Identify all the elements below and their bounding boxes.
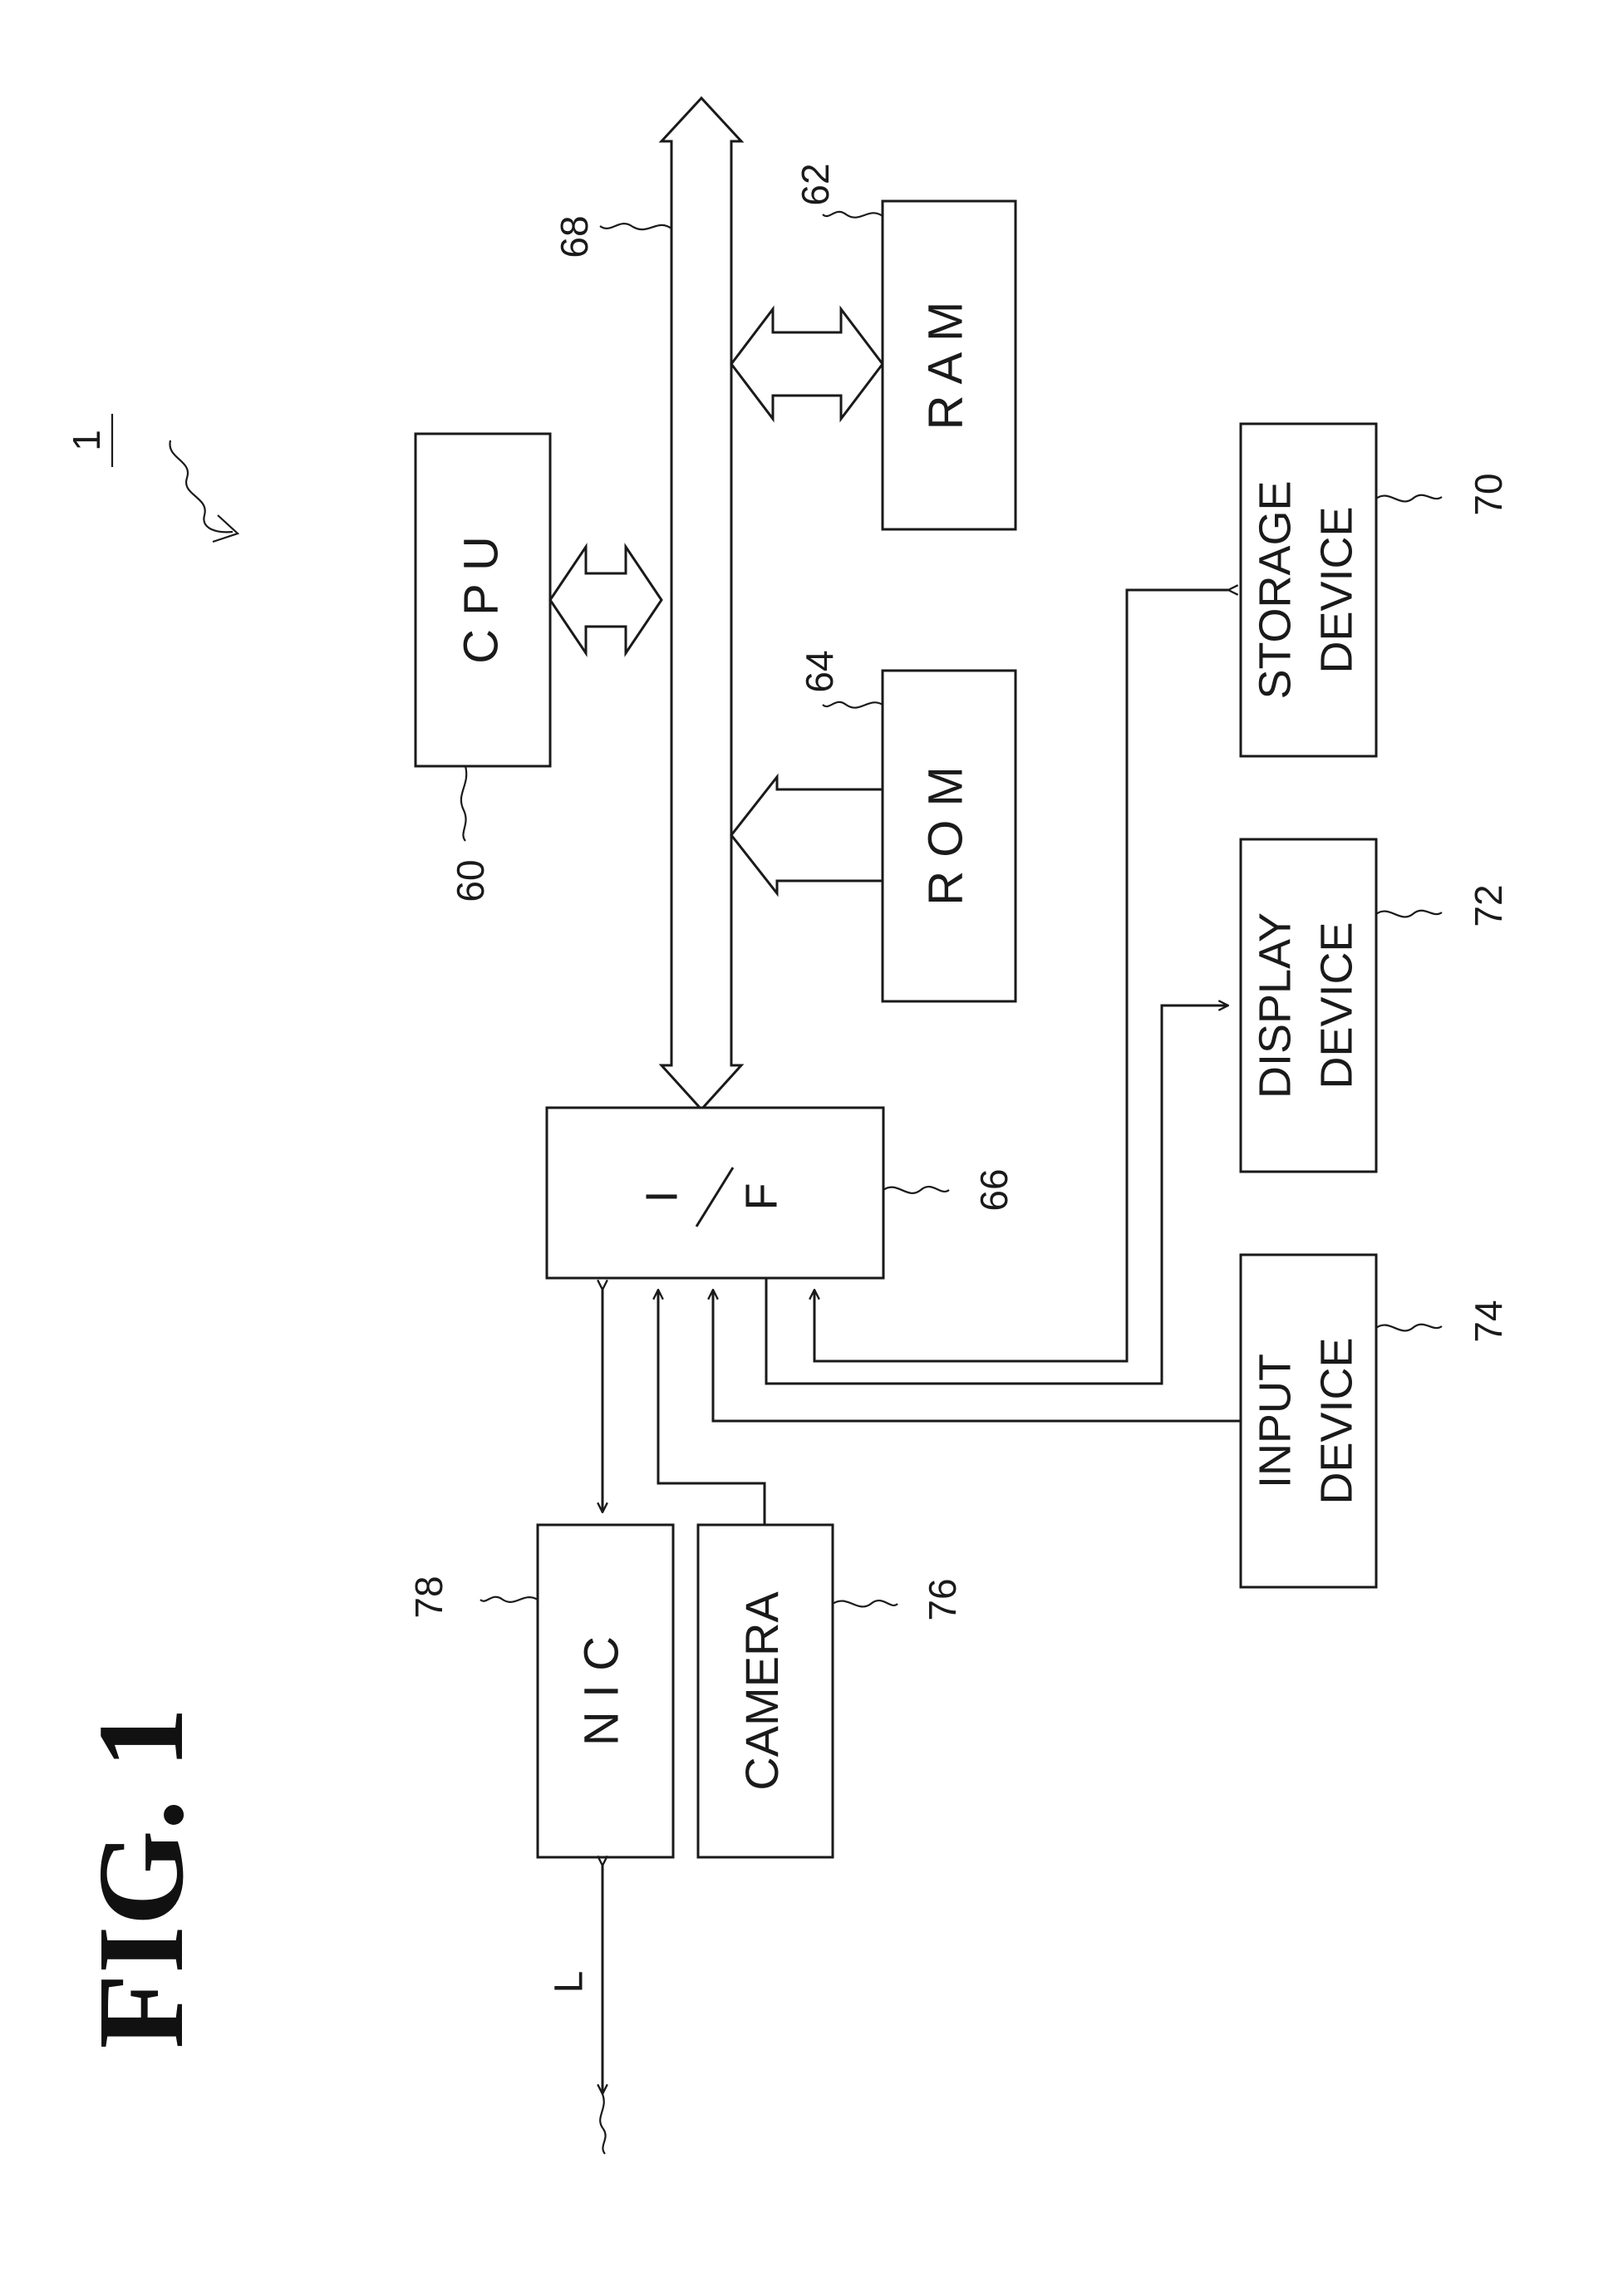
rom-block: R O M: [883, 671, 1016, 1001]
camera-if-link: [658, 1290, 765, 1525]
cpu-bus-connector: [550, 547, 661, 653]
display-label-1: DISPLAY: [1250, 912, 1300, 1099]
display-ref-number: 72: [1467, 884, 1510, 927]
system-bus: [661, 98, 741, 1109]
figure-title: FIG. 1: [73, 1707, 209, 2048]
storage-device-block: STORAGE DEVICE: [1241, 424, 1376, 756]
cpu-block: C P U: [416, 434, 550, 766]
nic-ref-number: 78: [407, 1576, 450, 1618]
cpu-label: C P U: [454, 536, 508, 664]
input-ref-number: 74: [1467, 1300, 1510, 1342]
storage-ref-number: 70: [1467, 473, 1510, 515]
if-ref: 66: [883, 1168, 1016, 1211]
ram-bus-connector: [731, 309, 883, 419]
ram-block: R A M: [883, 201, 1016, 529]
if-label-top: I: [637, 1190, 686, 1202]
nic-block: N I C: [538, 1525, 673, 1857]
nic-ref: 78: [407, 1576, 538, 1618]
bus-ref-number: 68: [553, 215, 596, 258]
if-ref-number: 66: [972, 1168, 1016, 1211]
input-ref: 74: [1376, 1300, 1510, 1342]
display-ref: 72: [1376, 884, 1510, 927]
input-label-2: DEVICE: [1311, 1337, 1361, 1504]
ram-label: R A M: [918, 302, 972, 430]
storage-label-2: DEVICE: [1311, 506, 1361, 673]
system-ref-number: 1: [65, 430, 108, 451]
input-label-1: INPUT: [1250, 1354, 1300, 1488]
network-line-label: L: [548, 1971, 592, 1994]
if-block: I F: [547, 1108, 883, 1278]
display-label-2: DEVICE: [1311, 922, 1361, 1089]
ram-ref: 62: [794, 163, 883, 217]
if-label-bottom: F: [736, 1183, 786, 1211]
storage-ref: 70: [1376, 473, 1510, 515]
ram-ref-number: 62: [794, 163, 837, 205]
storage-label-1: STORAGE: [1250, 480, 1300, 699]
cpu-ref: 60: [449, 766, 492, 902]
input-device-block: INPUT DEVICE: [1241, 1255, 1376, 1587]
rom-bus-connector: [731, 777, 883, 893]
bus-ref: 68: [553, 215, 671, 258]
system-ref-squiggle: [170, 440, 233, 532]
camera-ref: 76: [833, 1578, 964, 1620]
camera-block: CAMERA: [698, 1525, 833, 1857]
camera-label: CAMERA: [735, 1591, 788, 1791]
rom-ref: 64: [798, 650, 883, 707]
nic-label: N I C: [574, 1636, 628, 1746]
display-device-block: DISPLAY DEVICE: [1241, 839, 1376, 1172]
figure-title-text: FIG. 1: [73, 1707, 209, 2048]
camera-ref-number: 76: [921, 1578, 964, 1620]
cpu-ref-number: 60: [449, 859, 492, 902]
system-ref-arrowhead: [213, 515, 238, 542]
network-line-break: [600, 2094, 605, 2154]
system-ref: 1: [65, 414, 238, 542]
rom-ref-number: 64: [798, 650, 841, 692]
rom-label: R O M: [918, 766, 972, 906]
